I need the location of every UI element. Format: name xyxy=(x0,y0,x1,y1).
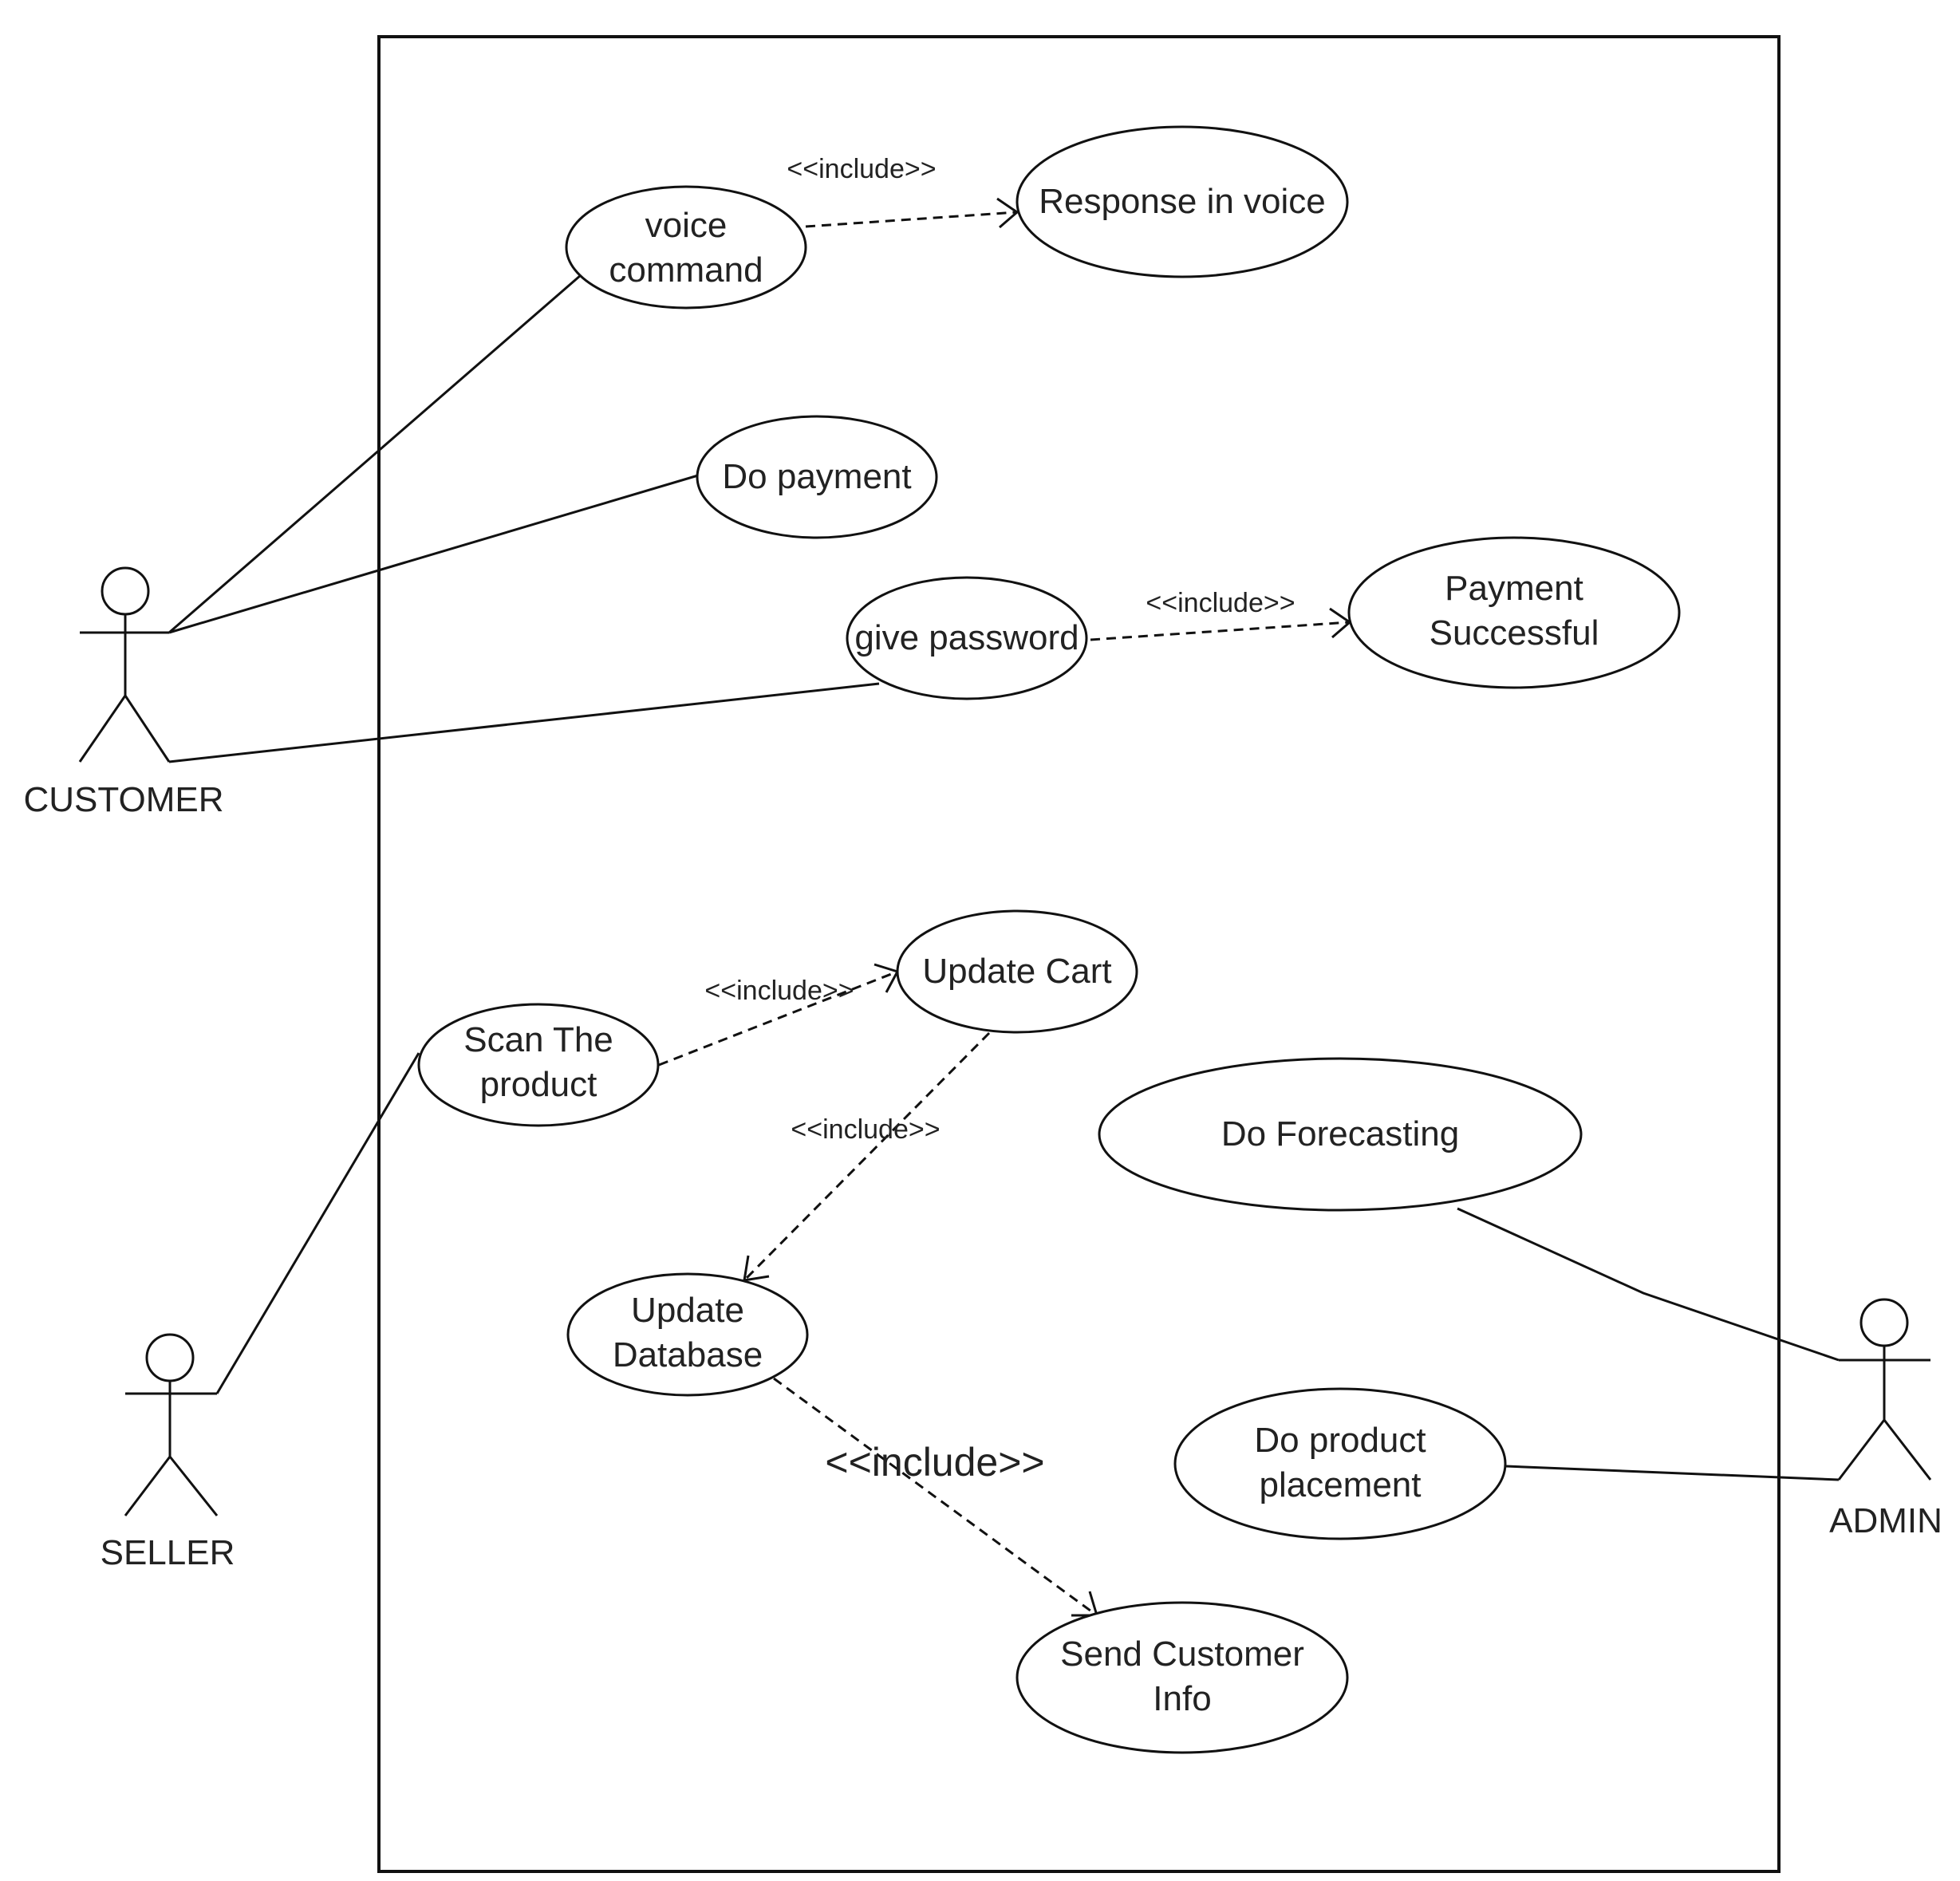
use-case-label: Database xyxy=(613,1335,763,1374)
use-case-update-database[interactable]: Update Database xyxy=(566,1272,809,1397)
stick-figure-icon xyxy=(1837,1298,1932,1481)
actor-label: ADMIN xyxy=(1829,1501,1942,1540)
include-label: <<include>> xyxy=(791,1114,940,1145)
use-case-do-product-placement[interactable]: Do product placement xyxy=(1173,1387,1507,1540)
use-case-label: product xyxy=(480,1065,597,1104)
arrowhead-icon xyxy=(996,197,1019,229)
assoc-customer-give-password xyxy=(168,682,880,763)
assoc-customer-voice-command xyxy=(168,274,582,634)
include-label: <<include>> xyxy=(825,1440,1044,1485)
assoc-customer-do-payment xyxy=(168,474,699,634)
use-case-label: Do Forecasting xyxy=(1221,1114,1459,1153)
use-case-label: voice xyxy=(645,206,728,245)
include-arrow-database-send-info xyxy=(773,1377,1098,1617)
actor-seller[interactable]: SELLER xyxy=(101,1333,235,1572)
use-case-label: Info xyxy=(1153,1679,1211,1718)
actor-admin[interactable]: ADMIN xyxy=(1829,1298,1942,1540)
use-case-send-customer-info[interactable]: Send Customer Info xyxy=(1015,1601,1349,1754)
include-label: <<include>> xyxy=(704,976,854,1006)
use-case-payment-successful[interactable]: Payment Successful xyxy=(1347,536,1681,689)
use-case-update-cart[interactable]: Update Cart xyxy=(896,909,1138,1034)
include-arrow-password-payment xyxy=(1090,621,1351,641)
include-arrow-voice-response xyxy=(805,211,1018,228)
stick-figure-icon xyxy=(124,1333,219,1516)
assoc-seller-scan-product xyxy=(215,1052,420,1394)
use-case-response-in-voice[interactable]: Response in voice xyxy=(1015,125,1349,278)
use-case-label: Scan The xyxy=(463,1020,613,1059)
use-case-give-password[interactable]: give password xyxy=(846,576,1088,700)
use-case-label: Response in voice xyxy=(1039,182,1326,221)
use-case-label: give password xyxy=(854,618,1079,657)
use-case-label: Do payment xyxy=(722,457,911,496)
use-case-scan-the-product[interactable]: Scan The product xyxy=(417,1003,660,1127)
use-case-label: Update Cart xyxy=(922,952,1111,991)
associations xyxy=(168,274,1840,1481)
assoc-admin-do-product-placement xyxy=(1505,1465,1840,1481)
use-case-label: command xyxy=(609,250,763,290)
use-case-do-payment[interactable]: Do payment xyxy=(696,415,938,539)
use-case-label: Successful xyxy=(1430,613,1599,653)
actor-label: CUSTOMER xyxy=(24,780,224,819)
use-case-label: Payment xyxy=(1445,569,1583,608)
include-arrow-cart-database xyxy=(743,1031,991,1282)
include-dependencies xyxy=(658,197,1352,1617)
use-case-label: Do product xyxy=(1254,1421,1426,1460)
include-label: <<include>> xyxy=(787,154,936,184)
use-case-label: Update xyxy=(631,1291,744,1330)
include-labels: <<include>> <<include>> <<include>> <<in… xyxy=(704,154,1295,1485)
actor-label: SELLER xyxy=(101,1533,235,1572)
use-case-voice-command[interactable]: voice command xyxy=(565,185,807,310)
actor-customer[interactable]: CUSTOMER xyxy=(24,566,224,819)
include-label: <<include>> xyxy=(1146,588,1295,618)
use-case-do-forecasting[interactable]: Do Forecasting xyxy=(1098,1057,1583,1212)
stick-figure-icon xyxy=(78,566,171,763)
assoc-admin-do-forecasting xyxy=(1457,1207,1840,1362)
use-case-label: Send Customer xyxy=(1060,1635,1304,1674)
use-case-label: placement xyxy=(1259,1465,1421,1504)
include-arrow-scan-cart xyxy=(658,970,898,1067)
